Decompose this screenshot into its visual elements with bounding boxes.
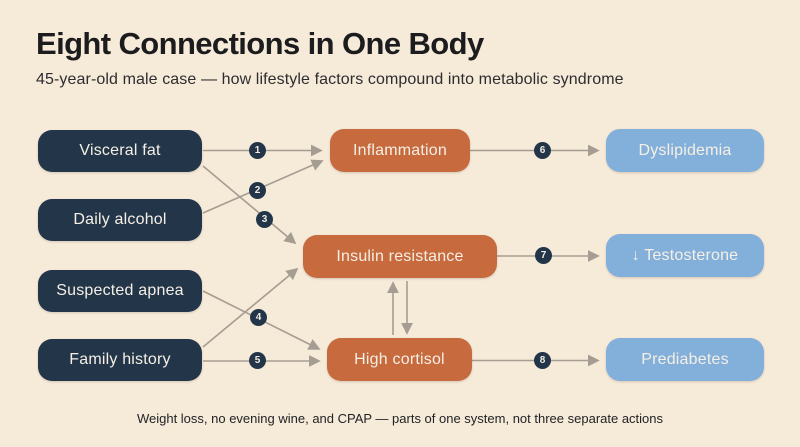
- edge-family-history-insulin-resistance: [202, 267, 299, 348]
- node-insulin-resistance: Insulin resistance: [303, 235, 497, 278]
- node-label: Daily alcohol: [73, 211, 167, 228]
- node-label: ↓ Testosterone: [631, 246, 739, 264]
- node-family-history: Family history: [38, 339, 202, 381]
- connection-badge-6: 6: [534, 142, 551, 159]
- node-daily-alcohol: Daily alcohol: [38, 199, 202, 241]
- connection-badge-7: 7: [535, 247, 552, 264]
- node-label: Inflammation: [353, 141, 447, 159]
- node-low-testosterone: ↓ Testosterone: [606, 234, 764, 277]
- page-subtitle: 45-year-old male case — how lifestyle fa…: [36, 71, 624, 88]
- node-prediabetes: Prediabetes: [606, 338, 764, 381]
- node-suspected-apnea: Suspected apnea: [38, 270, 202, 312]
- node-dyslipidemia: Dyslipidemia: [606, 129, 764, 172]
- node-label: Suspected apnea: [56, 282, 184, 299]
- node-high-cortisol: High cortisol: [327, 338, 472, 381]
- connection-badge-5: 5: [249, 352, 266, 369]
- node-label: Family history: [69, 351, 171, 368]
- connection-badge-1: 1: [249, 142, 266, 159]
- node-label: Dyslipidemia: [638, 141, 732, 159]
- node-label: Visceral fat: [79, 142, 161, 159]
- node-label: Insulin resistance: [336, 247, 464, 265]
- node-label: Prediabetes: [641, 350, 729, 368]
- connection-badge-2: 2: [249, 182, 266, 199]
- edge-visceral-fat-insulin-resistance: [202, 165, 297, 245]
- node-visceral-fat: Visceral fat: [38, 130, 202, 172]
- page-title: Eight Connections in One Body: [36, 26, 484, 61]
- node-inflammation: Inflammation: [330, 129, 470, 172]
- connection-badge-3: 3: [256, 211, 273, 228]
- node-label: High cortisol: [354, 350, 445, 368]
- connection-badge-8: 8: [534, 352, 551, 369]
- takeaway-note: Weight loss, no evening wine, and CPAP —…: [136, 411, 664, 426]
- connection-badge-4: 4: [250, 309, 267, 326]
